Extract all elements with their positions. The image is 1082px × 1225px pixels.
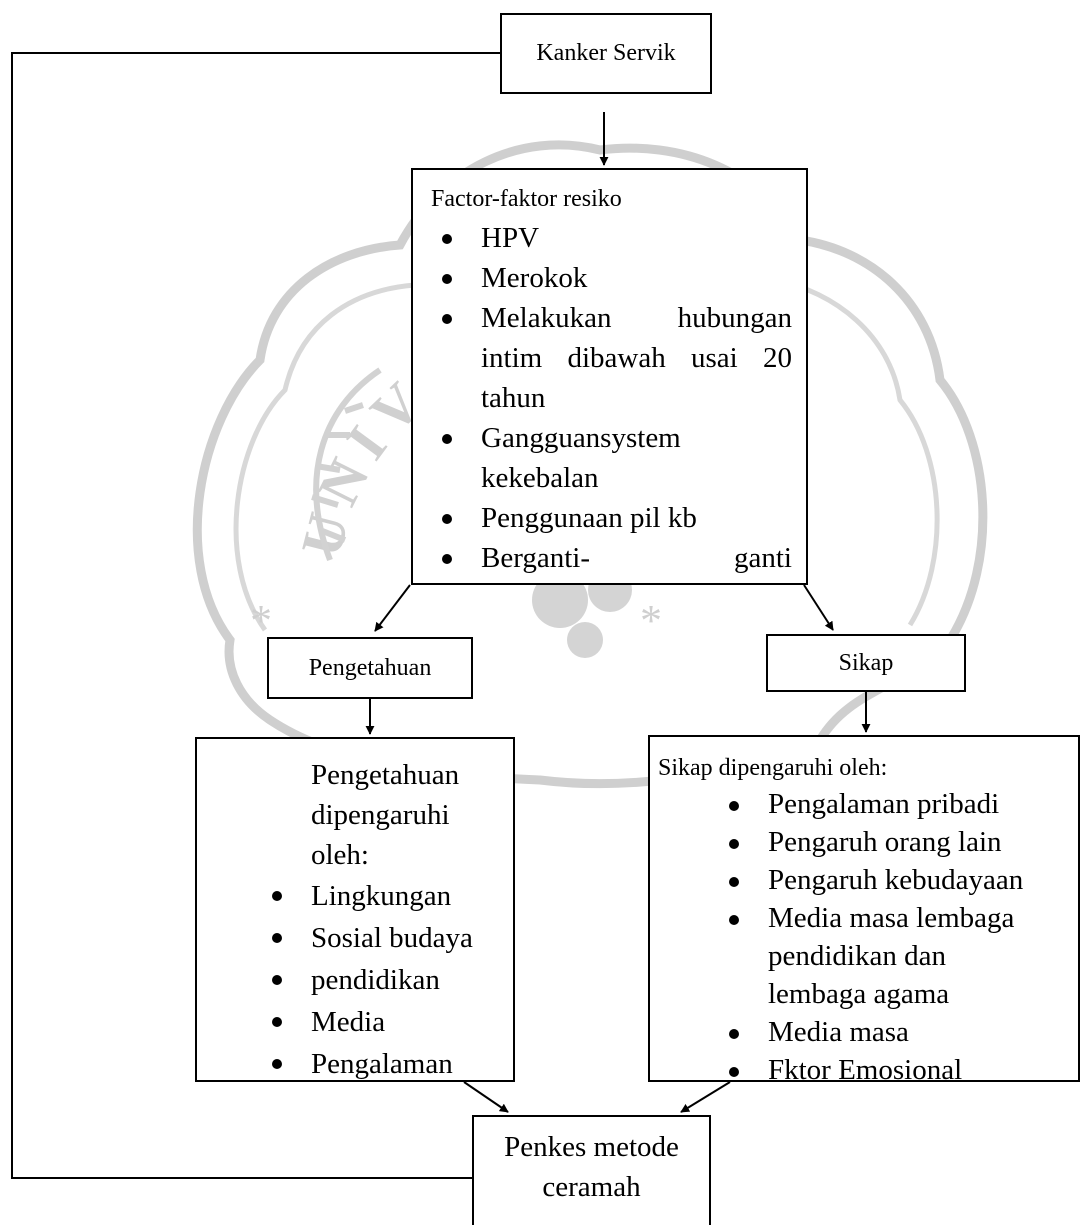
attitude-factor-item: Pengalaman pribadi (710, 785, 1070, 823)
svg-text:*: * (640, 596, 662, 645)
attitude-factor-item: Pengaruh kebudayaan (710, 861, 1070, 899)
node-sikap: Sikap (766, 634, 966, 692)
node-kanker-servik-label: Kanker Servik (536, 40, 676, 66)
node-knowledge-factors: Pengetahuan dipengaruhi oleh: Lingkungan… (195, 737, 515, 1082)
risk-item: Melakukan hubungan intim dibawah usai 20… (423, 298, 792, 418)
risk-item: Penggunaan pil kb (423, 498, 792, 538)
arrow-risk-to-knowledge (374, 584, 411, 632)
knowledge-factor-item: Pengalaman (253, 1043, 503, 1080)
knowledge-factor-item: pendidikan (253, 959, 503, 1001)
attitude-factors-heading: Sikap dipengaruhi oleh: (658, 755, 888, 781)
attitude-factor-item: Media masa lembaga pendidikan dan lembag… (710, 899, 1070, 1013)
node-kanker-servik: Kanker Servik (500, 13, 712, 94)
attitude-factors-list: Pengalaman pribadi Pengaruh orang lain P… (710, 785, 1070, 1080)
node-risk-factors: Factor-faktor resiko HPV Merokok Melakuk… (411, 168, 808, 585)
risk-item: HPV (423, 218, 792, 258)
arrow-knowledge-factors-to-outcome (463, 1081, 509, 1113)
node-sikap-label: Sikap (838, 649, 894, 676)
attitude-factor-item: Media masa (710, 1013, 1070, 1051)
risk-item: Berganti- ganti pasangan (423, 538, 792, 583)
risk-list: HPV Merokok Melakukan hubungan intim dib… (423, 218, 792, 583)
knowledge-factors-list: Lingkungan Sosial budaya pendidikan Medi… (253, 875, 503, 1080)
risk-heading: Factor-faktor resiko (431, 186, 622, 212)
knowledge-factors-heading: Pengetahuan dipengaruhi oleh: (311, 759, 460, 871)
node-pengetahuan: Pengetahuan (267, 637, 473, 699)
attitude-factor-item: Pengaruh orang lain (710, 823, 1070, 861)
node-pengetahuan-label: Pengetahuan (308, 654, 432, 681)
attitude-factor-item: Fktor Emosional (710, 1051, 1070, 1080)
arrow-attitude-factors-to-outcome (680, 1081, 731, 1113)
risk-item: Gangguansystem kekebalan (423, 418, 792, 498)
knowledge-factor-item: Sosial budaya (253, 917, 503, 959)
knowledge-factor-item: Media (253, 1001, 503, 1043)
node-penkes-metode-ceramah: Penkes metode ceramah (472, 1115, 711, 1225)
arrow-risk-to-attitude (803, 584, 834, 631)
node-attitude-factors: Sikap dipengaruhi oleh: Pengalaman priba… (648, 735, 1080, 1082)
node-penkes-label: Penkes metode ceramah (504, 1131, 679, 1203)
knowledge-factor-item: Lingkungan (253, 875, 503, 917)
risk-item: Merokok (423, 258, 792, 298)
